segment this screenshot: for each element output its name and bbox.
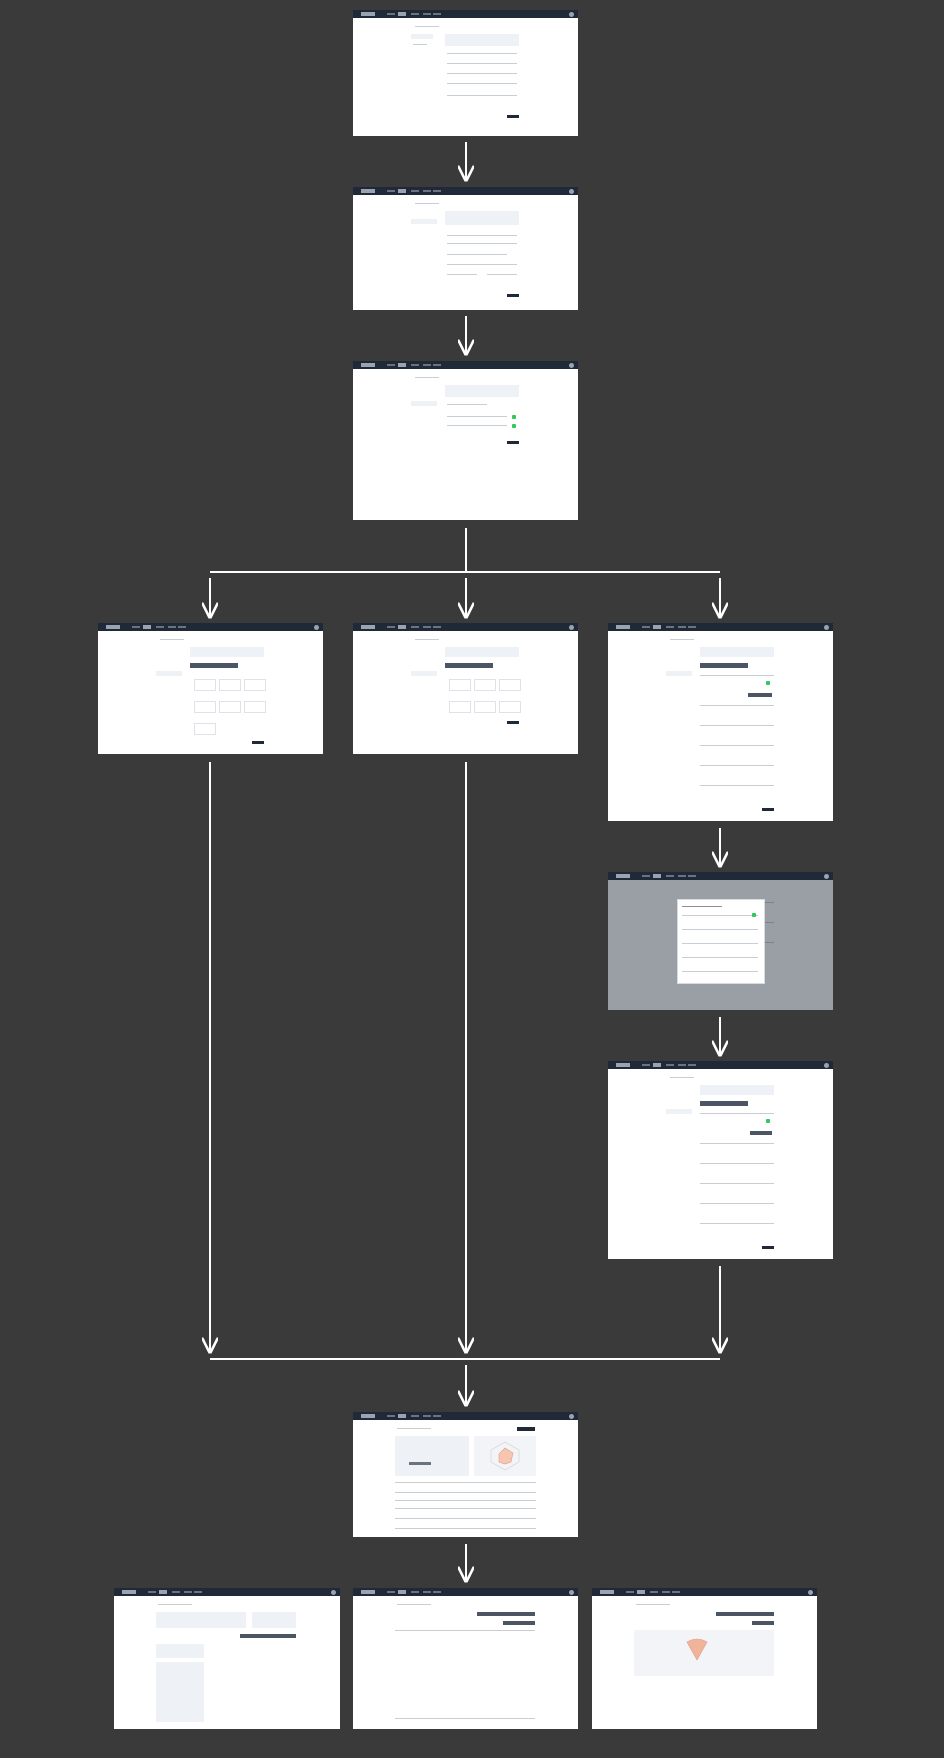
screen-detail-chart xyxy=(592,1588,817,1729)
screen-detail-split xyxy=(114,1588,340,1729)
screen-list-with-modal xyxy=(608,872,833,1010)
screen-list-sections xyxy=(608,623,833,821)
screen-grid-cards-9 xyxy=(98,623,323,754)
screen-form-basic xyxy=(353,10,578,136)
screen-list-sections-selected xyxy=(608,1061,833,1259)
screen-grid-cards-6 xyxy=(353,623,578,754)
screen-form-detailed xyxy=(353,187,578,310)
screen-detail-empty xyxy=(353,1588,578,1729)
connectors xyxy=(210,142,720,1581)
screen-form-toggles xyxy=(353,361,578,520)
screen-dashboard-report xyxy=(353,1412,578,1537)
